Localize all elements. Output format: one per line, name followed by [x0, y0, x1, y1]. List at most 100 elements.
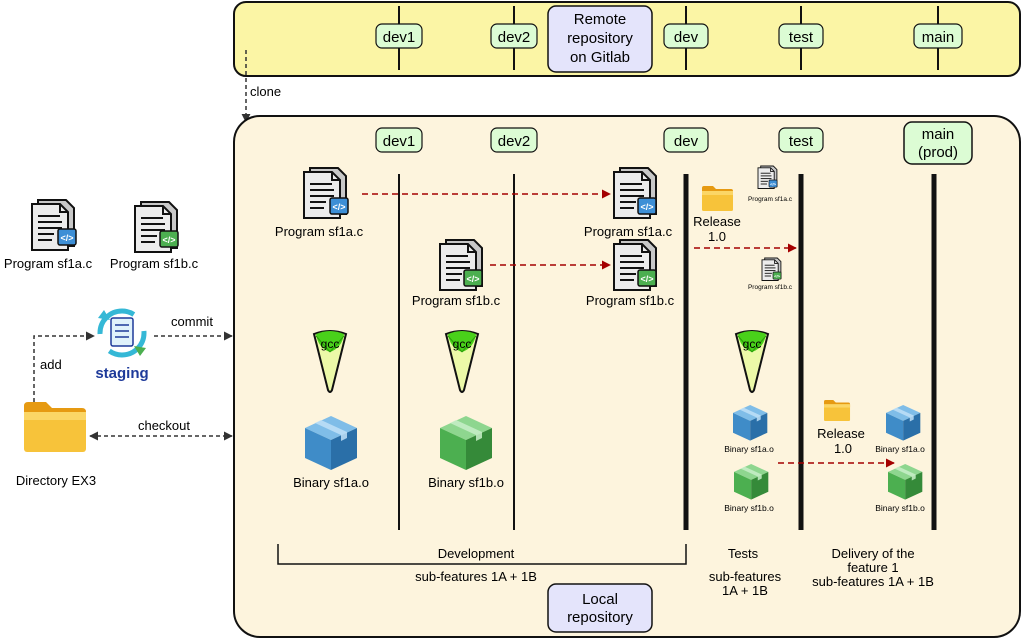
svg-text:on Gitlab: on Gitlab [570, 49, 630, 66]
release-test-to-main: Release 1.0 [778, 400, 895, 468]
code-badge-icon [637, 269, 657, 287]
svg-text:sub-features: sub-features [709, 569, 782, 584]
remote-branch-label-dev2: dev2 [498, 29, 531, 46]
remote-branch-main: main [913, 6, 963, 70]
remote-branch-dev: dev [663, 6, 709, 70]
local-branch-dev1: dev1 [375, 127, 423, 153]
code-badge-icon [463, 269, 483, 287]
folder-icon [24, 402, 86, 452]
remote-branch-test: test [778, 6, 824, 70]
clone-label: clone [250, 84, 281, 99]
checkout-label: checkout [138, 418, 190, 433]
remote-repository: dev1 dev2 dev test main Remote repositor… [233, 1, 1021, 77]
svg-text:gcc: gcc [321, 337, 340, 351]
dev2-program-file: Program sf1b.c [412, 239, 501, 308]
remote-branch-label-dev1: dev1 [383, 29, 416, 46]
dev-program-a-label: Program sf1a.c [584, 224, 673, 239]
dev1-gcc: gcc [313, 330, 347, 393]
remote-branch-label-test: test [789, 29, 814, 46]
test-gcc: gcc [735, 330, 769, 393]
svg-text:main: main [922, 126, 955, 143]
add-arrow [33, 331, 95, 402]
svg-text:1.0: 1.0 [708, 229, 726, 244]
svg-text:Program sf1a.c: Program sf1a.c [748, 196, 793, 203]
local-branch-dev2: dev2 [490, 127, 538, 153]
remote-branch-dev2: dev2 [490, 6, 538, 70]
workspace-file-b: Program sf1b.c [110, 201, 199, 271]
local-title-box: Local repository [547, 583, 653, 633]
svg-text:Binary sf1a.o: Binary sf1a.o [724, 444, 774, 454]
release-dev-to-test: Release 1.0 Program sf1a.c Program sf1b.… [693, 165, 797, 291]
svg-text:Remote: Remote [574, 11, 627, 28]
svg-text:repository: repository [567, 30, 633, 47]
svg-text:gcc: gcc [743, 337, 762, 351]
remote-title-box: Remote repository on Gitlab [547, 5, 653, 73]
staging-icon [97, 308, 147, 358]
svg-text:dev1: dev1 [383, 133, 416, 150]
svg-text:sub-features 1A + 1B: sub-features 1A + 1B [415, 569, 537, 584]
folder-icon [702, 186, 733, 211]
dev1-binary: Binary sf1a.o [293, 416, 369, 490]
dev-program-file-a: Program sf1a.c [584, 167, 673, 239]
workspace-file-a-label: Program sf1a.c [4, 256, 93, 271]
dev1-program-file: Program sf1a.c [275, 167, 364, 239]
svg-text:Binary sf1b.o: Binary sf1b.o [724, 503, 774, 513]
svg-text:feature 1: feature 1 [847, 560, 898, 575]
svg-text:Release: Release [693, 214, 741, 229]
svg-text:1.0: 1.0 [834, 441, 852, 456]
remote-branch-label-main: main [922, 29, 955, 46]
staging-label: staging [95, 365, 148, 382]
local-repository: dev1 dev2 dev test main (prod) Program s… [233, 115, 1021, 638]
add-label: add [40, 357, 62, 372]
svg-text:Tests: Tests [728, 546, 759, 561]
code-badge-icon [772, 271, 782, 280]
svg-text:dev2: dev2 [498, 133, 531, 150]
main-binary-a: Binary sf1a.o [875, 405, 925, 454]
dev2-gcc: gcc [445, 330, 479, 393]
folder-icon [824, 400, 851, 421]
svg-text:test: test [789, 133, 814, 150]
local-repository-box [233, 115, 1021, 638]
tests-caption: Tests sub-features 1A + 1B [709, 546, 782, 598]
dev-program-b-label: Program sf1b.c [586, 293, 675, 308]
svg-text:repository: repository [567, 609, 633, 626]
code-badge-icon [768, 179, 778, 188]
main-binary-b: Binary sf1b.o [875, 464, 925, 513]
svg-text:Release: Release [817, 426, 865, 441]
local-branch-main: main (prod) [903, 121, 973, 165]
development-bracket: Development sub-features 1A + 1B [277, 544, 687, 584]
svg-text:Development: Development [438, 546, 515, 561]
remote-branch-label-dev: dev [674, 29, 699, 46]
svg-text:dev: dev [674, 133, 699, 150]
svg-text:1A + 1B: 1A + 1B [722, 583, 768, 598]
svg-text:Delivery of the: Delivery of the [831, 546, 914, 561]
svg-text:Program sf1b.c: Program sf1b.c [748, 284, 793, 291]
svg-text:Local: Local [582, 591, 618, 608]
test-binary-b: Binary sf1b.o [724, 464, 774, 513]
svg-text:sub-features 1A + 1B: sub-features 1A + 1B [812, 574, 934, 589]
dev1-program-label: Program sf1a.c [275, 224, 364, 239]
svg-text:Binary sf1a.o: Binary sf1a.o [875, 444, 925, 454]
code-badge-icon [57, 228, 77, 246]
svg-text:gcc: gcc [453, 337, 472, 351]
code-badge-icon [637, 197, 657, 215]
local-branch-test: test [778, 127, 824, 153]
svg-text:(prod): (prod) [918, 144, 958, 161]
dev1-binary-label: Binary sf1a.o [293, 475, 369, 490]
code-badge-icon [329, 197, 349, 215]
test-binary-a: Binary sf1a.o [724, 405, 774, 454]
dev2-binary: Binary sf1b.o [428, 416, 504, 490]
dev-program-file-b: Program sf1b.c [586, 239, 675, 308]
clone-arrow: clone [241, 50, 281, 123]
commit-label: commit [171, 314, 213, 329]
remote-branch-dev1: dev1 [375, 6, 423, 70]
delivery-caption: Delivery of the feature 1 sub-features 1… [812, 546, 934, 589]
workspace-file-a: Program sf1a.c [4, 199, 93, 271]
code-badge-icon [159, 230, 179, 248]
workspace-file-b-label: Program sf1b.c [110, 256, 199, 271]
svg-text:Binary sf1b.o: Binary sf1b.o [875, 503, 925, 513]
directory-label: Directory EX3 [16, 473, 96, 488]
dev2-binary-label: Binary sf1b.o [428, 475, 504, 490]
dev2-program-label: Program sf1b.c [412, 293, 501, 308]
